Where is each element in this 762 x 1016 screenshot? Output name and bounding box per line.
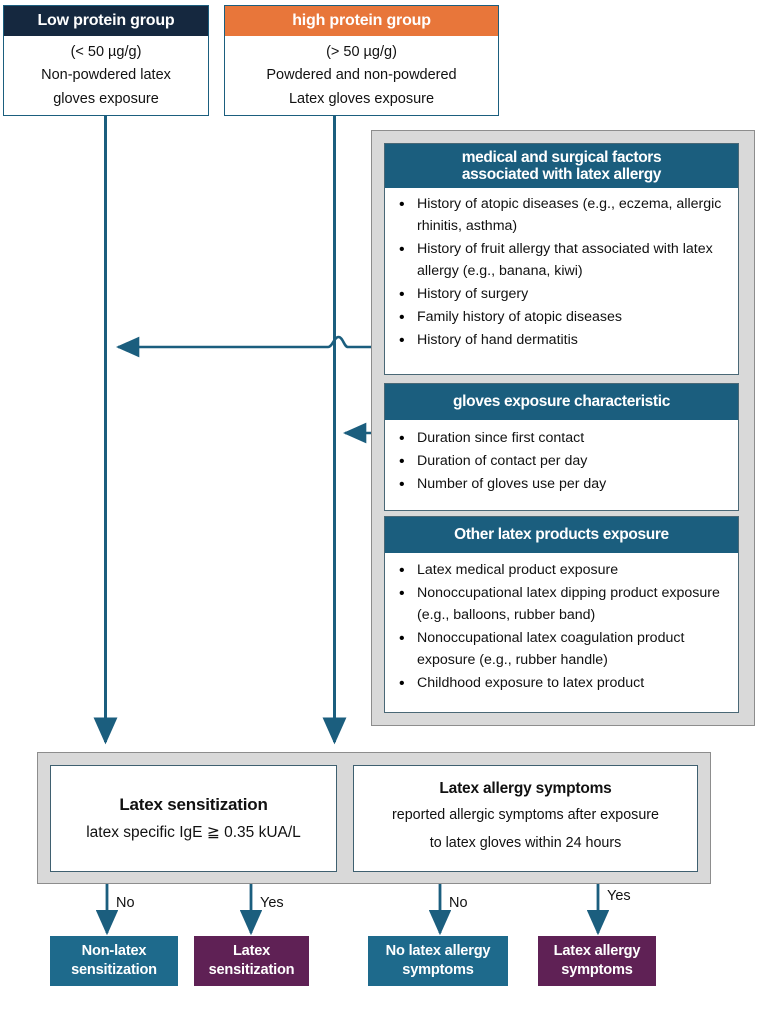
gloves-exposure-characteristic-card: gloves exposure characteristic Duration … <box>384 383 739 511</box>
medical-surgical-factors-title: medical and surgical factors associated … <box>385 144 738 188</box>
high-protein-group-box: high protein group (> 50 µg/g) Powdered … <box>224 5 499 116</box>
gloves-exposure-characteristic-title: gloves exposure characteristic <box>385 384 738 420</box>
latex-allergy-symptoms-definition-title: Latex allergy symptoms <box>439 779 612 797</box>
edge-label-sensitization-yes: Yes <box>260 895 284 911</box>
latex-sensitization-definition-subtitle: latex specific IgE ≧ 0.35 kUA/L <box>86 823 301 841</box>
list-item: Childhood exposure to latex product <box>399 671 732 696</box>
list-item: Nonoccupational latex coagulation produc… <box>399 626 732 672</box>
outcome-line-1: Latex allergy <box>553 943 641 960</box>
medical-surgical-factors-title-line-1: medical and surgical factors <box>461 148 662 166</box>
edge-label-sensitization-no: No <box>116 895 135 911</box>
medical-surgical-factors-card: medical and surgical factors associated … <box>384 143 739 375</box>
list-item: History of surgery <box>399 282 732 307</box>
outcome-non-latex-sensitization: Non-latex sensitization <box>50 936 178 986</box>
outcome-line-1: No latex allergy <box>385 943 491 960</box>
list-item: Latex medical product exposure <box>399 558 732 583</box>
other-latex-products-exposure-title: Other latex products exposure <box>385 517 738 553</box>
low-protein-line-2: Non-powdered latex <box>41 67 171 84</box>
outcome-latex-allergy-symptoms: Latex allergy symptoms <box>538 936 656 986</box>
latex-allergy-symptoms-subtitle-line-1: reported allergic symptoms after exposur… <box>392 806 659 823</box>
outcome-line-1: Non-latex <box>81 943 147 960</box>
low-protein-group-box: Low protein group (< 50 µg/g) Non-powder… <box>3 5 209 116</box>
low-protein-line-3: gloves exposure <box>53 90 159 107</box>
medical-surgical-factors-title-line-2: associated with latex allergy <box>461 166 662 183</box>
list-item: Duration of contact per day <box>399 449 732 474</box>
list-item: Number of gloves use per day <box>399 472 732 497</box>
latex-sensitization-definition-title: Latex sensitization <box>119 794 268 814</box>
other-latex-products-exposure-card: Other latex products exposure Latex medi… <box>384 516 739 713</box>
connector-medical-factors-arrow <box>115 335 379 358</box>
list-item: History of atopic diseases (e.g., eczema… <box>399 192 732 238</box>
latex-allergy-symptoms-definition-subtitle: reported allergic symptoms after exposur… <box>354 802 697 858</box>
latex-allergy-symptoms-definition-box: Latex allergy symptoms reported allergic… <box>353 765 698 872</box>
latex-sensitization-definition-box: Latex sensitization latex specific IgE ≧… <box>50 765 337 872</box>
high-protein-group-body: (> 50 µg/g) Powdered and non-powdered La… <box>225 36 498 111</box>
edge-label-symptoms-yes: Yes <box>607 888 631 904</box>
high-protein-line-3: Latex gloves exposure <box>288 90 435 107</box>
medical-surgical-factors-list: History of atopic diseases (e.g., eczema… <box>385 188 738 357</box>
gloves-exposure-characteristic-list: Duration since first contact Duration of… <box>385 420 738 500</box>
outcome-line-2: sensitization <box>71 962 157 978</box>
outcome-line-2: symptoms <box>561 962 633 978</box>
outcome-line-2: symptoms <box>402 962 474 978</box>
list-item: History of hand dermatitis <box>399 328 732 353</box>
list-item: Family history of atopic diseases <box>399 305 732 330</box>
outcome-line-1: Latex <box>232 943 271 960</box>
other-latex-products-exposure-list: Latex medical product exposure Nonoccupa… <box>385 553 738 700</box>
edge-label-symptoms-no: No <box>449 895 468 911</box>
list-item: History of fruit allergy that associated… <box>399 237 732 283</box>
low-protein-line-1: (< 50 µg/g) <box>70 44 142 60</box>
high-protein-line-2: Powdered and non-powdered <box>266 67 457 84</box>
low-protein-group-body: (< 50 µg/g) Non-powdered latex gloves ex… <box>4 36 208 111</box>
outcome-line-2: sensitization <box>208 962 295 978</box>
high-protein-group-title: high protein group <box>225 6 498 36</box>
outcome-latex-sensitization: Latex sensitization <box>194 936 309 986</box>
low-protein-group-title: Low protein group <box>4 6 208 36</box>
latex-allergy-symptoms-subtitle-line-2: to latex gloves within 24 hours <box>429 834 622 851</box>
list-item: Duration since first contact <box>399 426 732 451</box>
list-item: Nonoccupational latex dipping product ex… <box>399 581 732 627</box>
outcome-no-latex-allergy-symptoms: No latex allergy symptoms <box>368 936 508 986</box>
high-protein-line-1: (> 50 µg/g) <box>326 44 397 60</box>
